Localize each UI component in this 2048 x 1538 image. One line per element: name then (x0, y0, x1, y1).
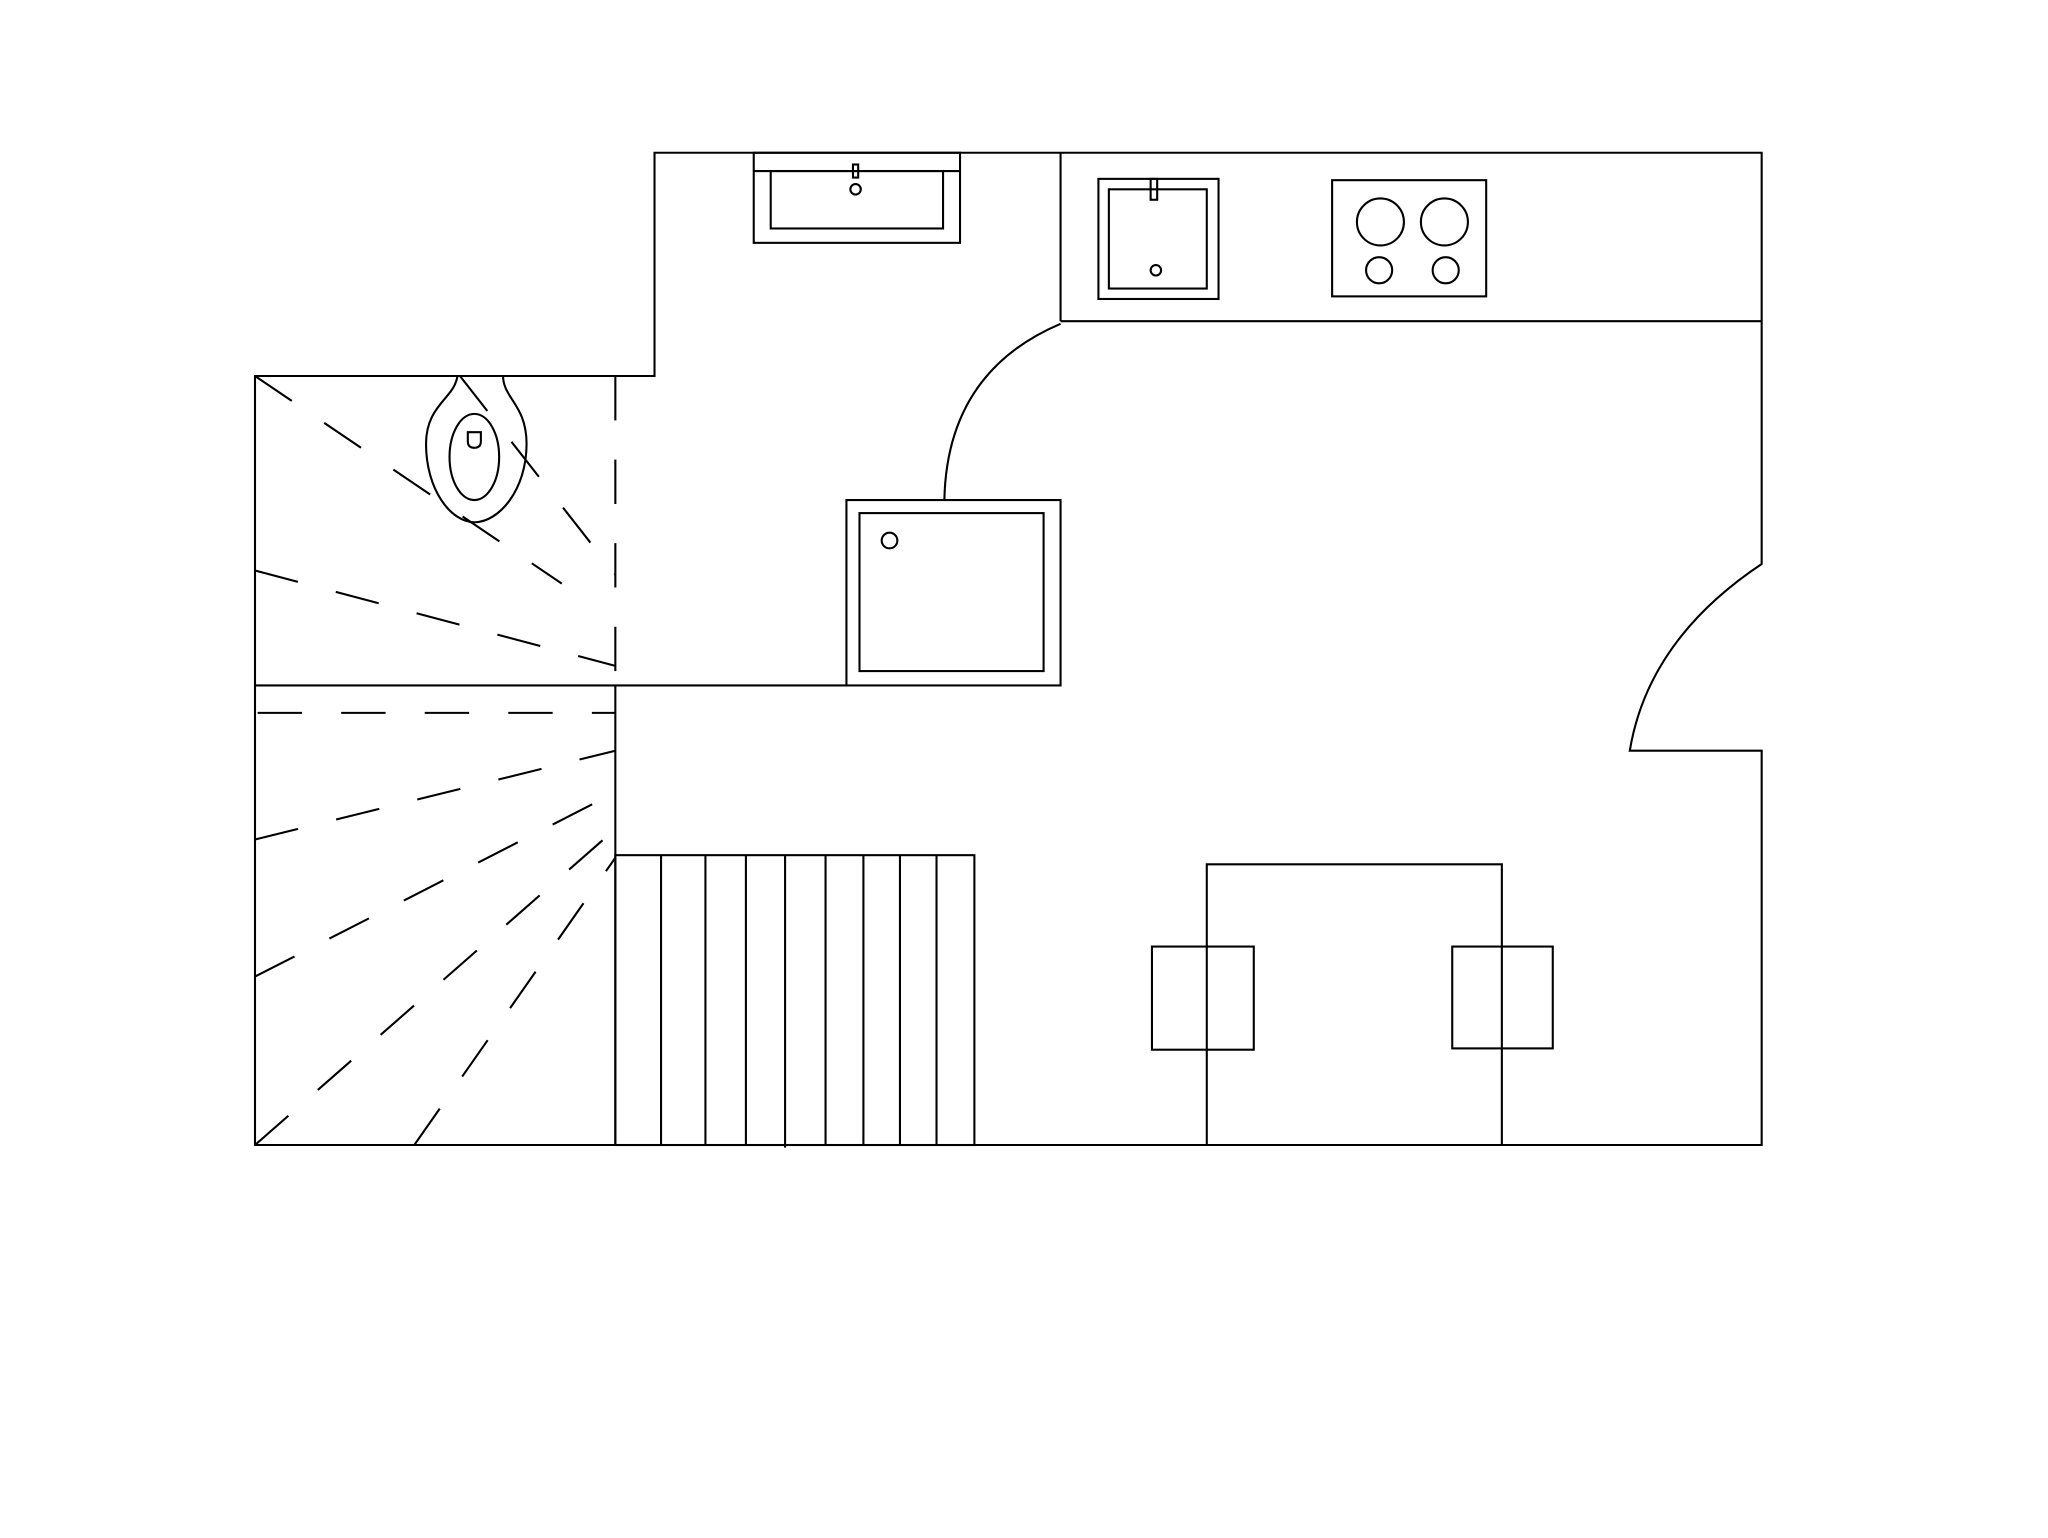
toilet (424, 375, 528, 524)
door-swing-arc (943, 322, 1061, 501)
bathroom-sink (752, 151, 962, 244)
dining-table (1205, 863, 1503, 1146)
stove-cooktop (1331, 179, 1488, 298)
outer-walls (253, 151, 1763, 1147)
kitchen-counter (1059, 152, 1762, 323)
staircase (614, 854, 976, 1148)
interior-walls (254, 376, 847, 1146)
chair-right (1451, 945, 1554, 1050)
chair-left (1150, 945, 1255, 1051)
shower-tray (845, 499, 1062, 687)
kitchen-sink (1097, 177, 1220, 301)
winding-stair-lines (254, 375, 617, 1146)
